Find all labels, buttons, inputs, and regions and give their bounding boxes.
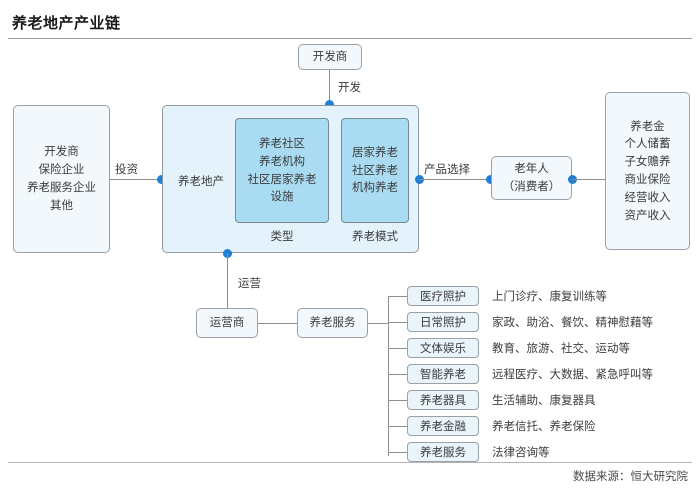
service-name-3: 智能养老	[420, 367, 466, 381]
service-name-1: 日常照护	[420, 315, 466, 329]
edge-funding-line	[572, 179, 605, 180]
mode-line-0: 居家养老	[352, 144, 398, 159]
type-line-1: 养老机构	[259, 153, 305, 168]
funding-line-2: 子女赡养	[624, 154, 671, 169]
service-box-0[interactable]: 医疗照护	[407, 286, 479, 306]
mode-line-1: 社区养老	[352, 162, 398, 177]
source-note: 数据来源：恒大研究院	[573, 469, 688, 483]
node-operator[interactable]: 运营商	[196, 308, 258, 338]
node-consumer-line1: 老年人	[514, 161, 549, 176]
service-name-5: 养老金融	[420, 419, 466, 433]
funding-line-3: 商业保险	[624, 172, 671, 186]
node-consumer-line2: （消费者）	[502, 179, 561, 193]
node-core-group[interactable]: 养老地产 养老社区 养老机构 社区居家养老 设施 类型 居家养老 社区养老 机构…	[162, 105, 419, 253]
connector-dot-develop	[325, 100, 334, 109]
investors-line-0: 开发商	[44, 144, 79, 159]
type-line-3: 设施	[270, 189, 294, 204]
edge-invest-label: 投资	[115, 162, 138, 176]
service-tree-trunk	[388, 296, 389, 456]
node-developer-top-label: 开发商	[312, 49, 348, 64]
node-type-caption: 类型	[270, 229, 294, 243]
edge-develop-label: 开发	[338, 80, 361, 94]
service-box-3[interactable]: 智能养老	[407, 364, 479, 384]
node-operator-label: 运营商	[209, 315, 245, 330]
edge-operate-line	[227, 253, 228, 308]
funding-line-1: 个人储蓄	[624, 136, 671, 151]
service-desc-0: 上门诊疗、康复训练等	[492, 289, 607, 303]
node-elderly-service-label: 养老服务	[309, 315, 356, 330]
service-desc-4: 生活辅助、康复器具	[492, 393, 596, 407]
type-line-2: 社区居家养老	[247, 171, 317, 186]
node-type-group[interactable]: 养老社区 养老机构 社区居家养老 设施	[235, 118, 329, 223]
funding-line-0: 养老金	[630, 118, 665, 133]
funding-line-4: 经营收入	[624, 189, 671, 204]
node-developer-top[interactable]: 开发商	[298, 44, 362, 70]
service-desc-2: 教育、旅游、社交、运动等	[492, 341, 630, 355]
edge-operate-label: 运营	[238, 276, 261, 290]
service-desc-3: 远程医疗、大数据、紧急呼叫等	[492, 367, 653, 381]
service-name-4: 养老器具	[420, 393, 466, 407]
edge-operator-to-service	[258, 323, 297, 324]
connector-dot-invest	[157, 175, 166, 184]
service-name-0: 医疗照护	[420, 289, 466, 303]
node-funding-sources[interactable]: 养老金 个人储蓄 子女赡养 商业保险 经营收入 资产收入	[605, 92, 690, 250]
service-box-4[interactable]: 养老器具	[407, 390, 479, 410]
investors-line-1: 保险企业	[38, 162, 85, 177]
service-desc-5: 养老信托、养老保险	[492, 419, 596, 433]
investors-line-3: 其他	[50, 197, 73, 212]
service-branch-4	[388, 400, 407, 401]
service-branch-1	[388, 322, 407, 323]
page-title: 养老地产产业链	[12, 14, 121, 32]
connector-dot-consumer-left	[486, 175, 495, 184]
service-branch-5	[388, 426, 407, 427]
edge-product-line	[419, 179, 491, 180]
investors-line-2: 养老服务企业	[27, 180, 96, 194]
service-box-2[interactable]: 文体娱乐	[407, 338, 479, 358]
node-mode-group[interactable]: 居家养老 社区养老 机构养老	[341, 118, 409, 223]
node-mode-caption: 养老模式	[352, 229, 398, 243]
type-line-0: 养老社区	[259, 135, 305, 150]
service-branch-2	[388, 348, 407, 349]
node-consumer[interactable]: 老年人 （消费者）	[491, 156, 572, 200]
title-divider	[8, 38, 692, 39]
service-name-2: 文体娱乐	[420, 341, 466, 355]
node-investors[interactable]: 开发商 保险企业 养老服务企业 其他	[13, 105, 110, 253]
node-elderly-service[interactable]: 养老服务	[297, 308, 368, 338]
mode-line-2: 机构养老	[352, 180, 398, 195]
service-branch-0	[388, 296, 407, 297]
edge-develop-line	[329, 70, 330, 103]
service-branch-3	[388, 374, 407, 375]
service-box-6[interactable]: 养老服务	[407, 442, 479, 462]
funding-line-5: 资产收入	[624, 207, 671, 222]
node-core-label: 养老地产	[178, 174, 224, 188]
service-desc-1: 家政、助浴、餐饮、精神慰藉等	[492, 315, 653, 329]
service-box-1[interactable]: 日常照护	[407, 312, 479, 332]
footer-divider	[8, 462, 692, 463]
edge-service-stub	[368, 323, 388, 324]
service-box-5[interactable]: 养老金融	[407, 416, 479, 436]
service-name-6: 养老服务	[420, 445, 466, 459]
edge-product-label: 产品选择	[424, 162, 470, 176]
service-branch-6	[388, 452, 407, 453]
edge-invest-line	[110, 179, 162, 180]
service-desc-6: 法律咨询等	[492, 445, 550, 459]
